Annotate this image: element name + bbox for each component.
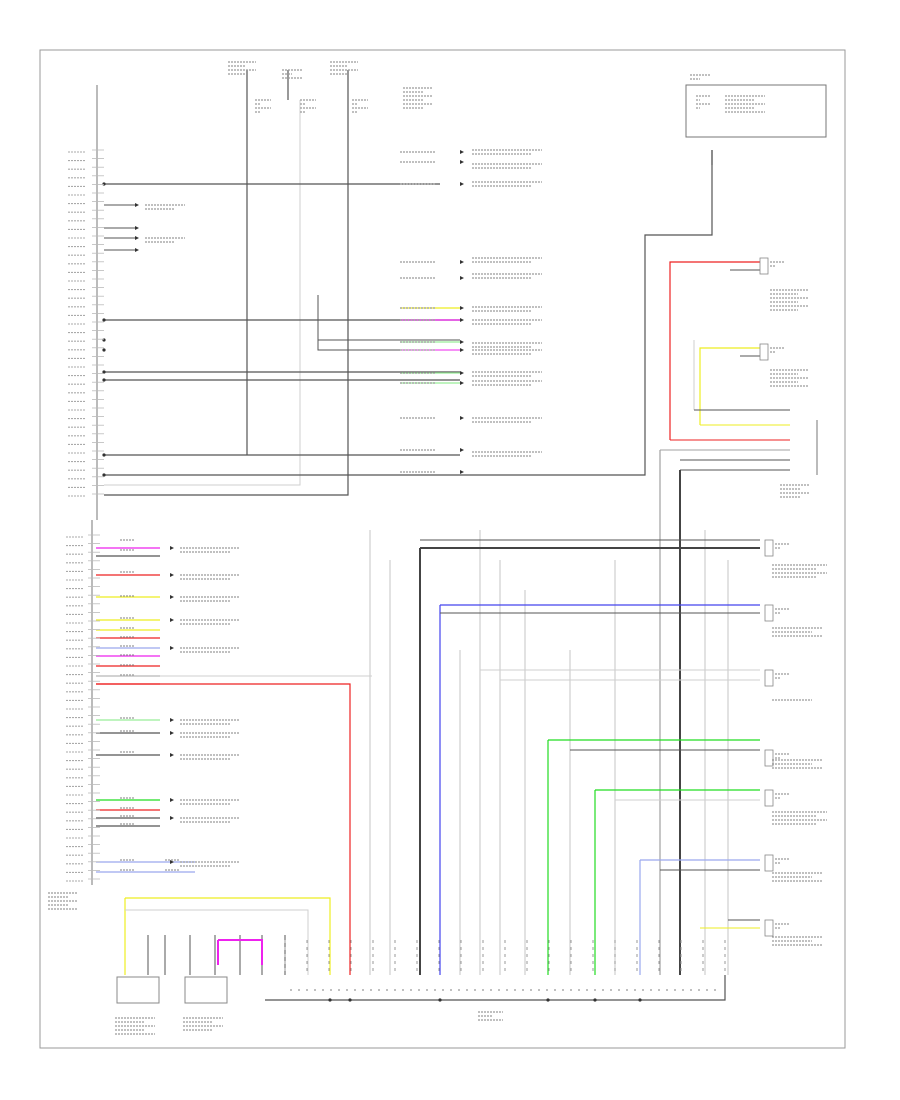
connector-symbol	[764, 604, 774, 622]
bottom-mid-switch	[184, 976, 228, 1004]
ground-bus	[265, 975, 726, 1001]
splice-dot	[593, 998, 597, 1002]
connector-arrow-icon	[170, 816, 174, 820]
connector-symbol	[759, 343, 769, 361]
yellow-wire	[125, 897, 331, 975]
splice-dot	[328, 998, 332, 1002]
connector-arrow-icon	[460, 448, 464, 452]
splice-dot	[638, 998, 642, 1002]
connector-arrow-icon	[460, 416, 464, 420]
connector-arrow-icon	[170, 618, 174, 622]
connector-symbol	[764, 539, 774, 557]
splice-dot	[102, 370, 106, 374]
red-wire	[669, 261, 760, 440]
connector-arrow-icon	[170, 595, 174, 599]
connector-arrow-icon	[460, 182, 464, 186]
connector-arrow-icon	[460, 470, 464, 474]
diagram-border	[39, 49, 846, 1049]
connector-arrow-icon	[170, 646, 174, 650]
connector-arrow-icon	[170, 573, 174, 577]
splice-dot	[102, 318, 106, 322]
connector-arrow-icon	[460, 260, 464, 264]
yellow-wire	[699, 347, 760, 425]
connector-arrow-icon	[170, 860, 174, 864]
pink-wire	[218, 939, 263, 965]
connector-symbol	[759, 257, 769, 275]
connector-arrow-icon	[460, 381, 464, 385]
splice-dot	[546, 998, 550, 1002]
top-right-module	[685, 84, 827, 138]
connector-arrow-icon	[135, 203, 139, 207]
splice-dot	[348, 998, 352, 1002]
connector-symbol	[764, 919, 774, 937]
signal-wire	[104, 150, 713, 476]
connector-arrow-icon	[460, 160, 464, 164]
connector-arrow-icon	[460, 348, 464, 352]
connector-symbol	[764, 789, 774, 807]
connector-arrow-icon	[135, 236, 139, 240]
splice-dot	[438, 998, 442, 1002]
connector-arrow-icon	[170, 753, 174, 757]
red-wire	[96, 683, 351, 975]
connector-arrow-icon	[460, 340, 464, 344]
splice-dot	[102, 453, 106, 457]
connector-arrow-icon	[135, 226, 139, 230]
connector-arrow-icon	[170, 731, 174, 735]
connector-arrow-icon	[460, 306, 464, 310]
connector-symbol	[764, 669, 774, 687]
splice-dot	[102, 473, 106, 477]
connector-arrow-icon	[170, 718, 174, 722]
bottom-left-sensor	[116, 976, 160, 1004]
connector-arrow-icon	[460, 318, 464, 322]
splice-dot	[102, 348, 106, 352]
signal-wire	[125, 909, 309, 975]
power-feed-wire	[104, 70, 349, 496]
splice-dot	[102, 378, 106, 382]
connector-arrow-icon	[170, 798, 174, 802]
connector-arrow-icon	[460, 371, 464, 375]
connector-arrow-icon	[135, 248, 139, 252]
power-feed-wire	[104, 100, 301, 486]
connector-arrow-icon	[170, 546, 174, 550]
connector-symbol	[764, 749, 774, 767]
connector-symbol	[764, 854, 774, 872]
connector-arrow-icon	[460, 150, 464, 154]
connector-arrow-icon	[460, 276, 464, 280]
